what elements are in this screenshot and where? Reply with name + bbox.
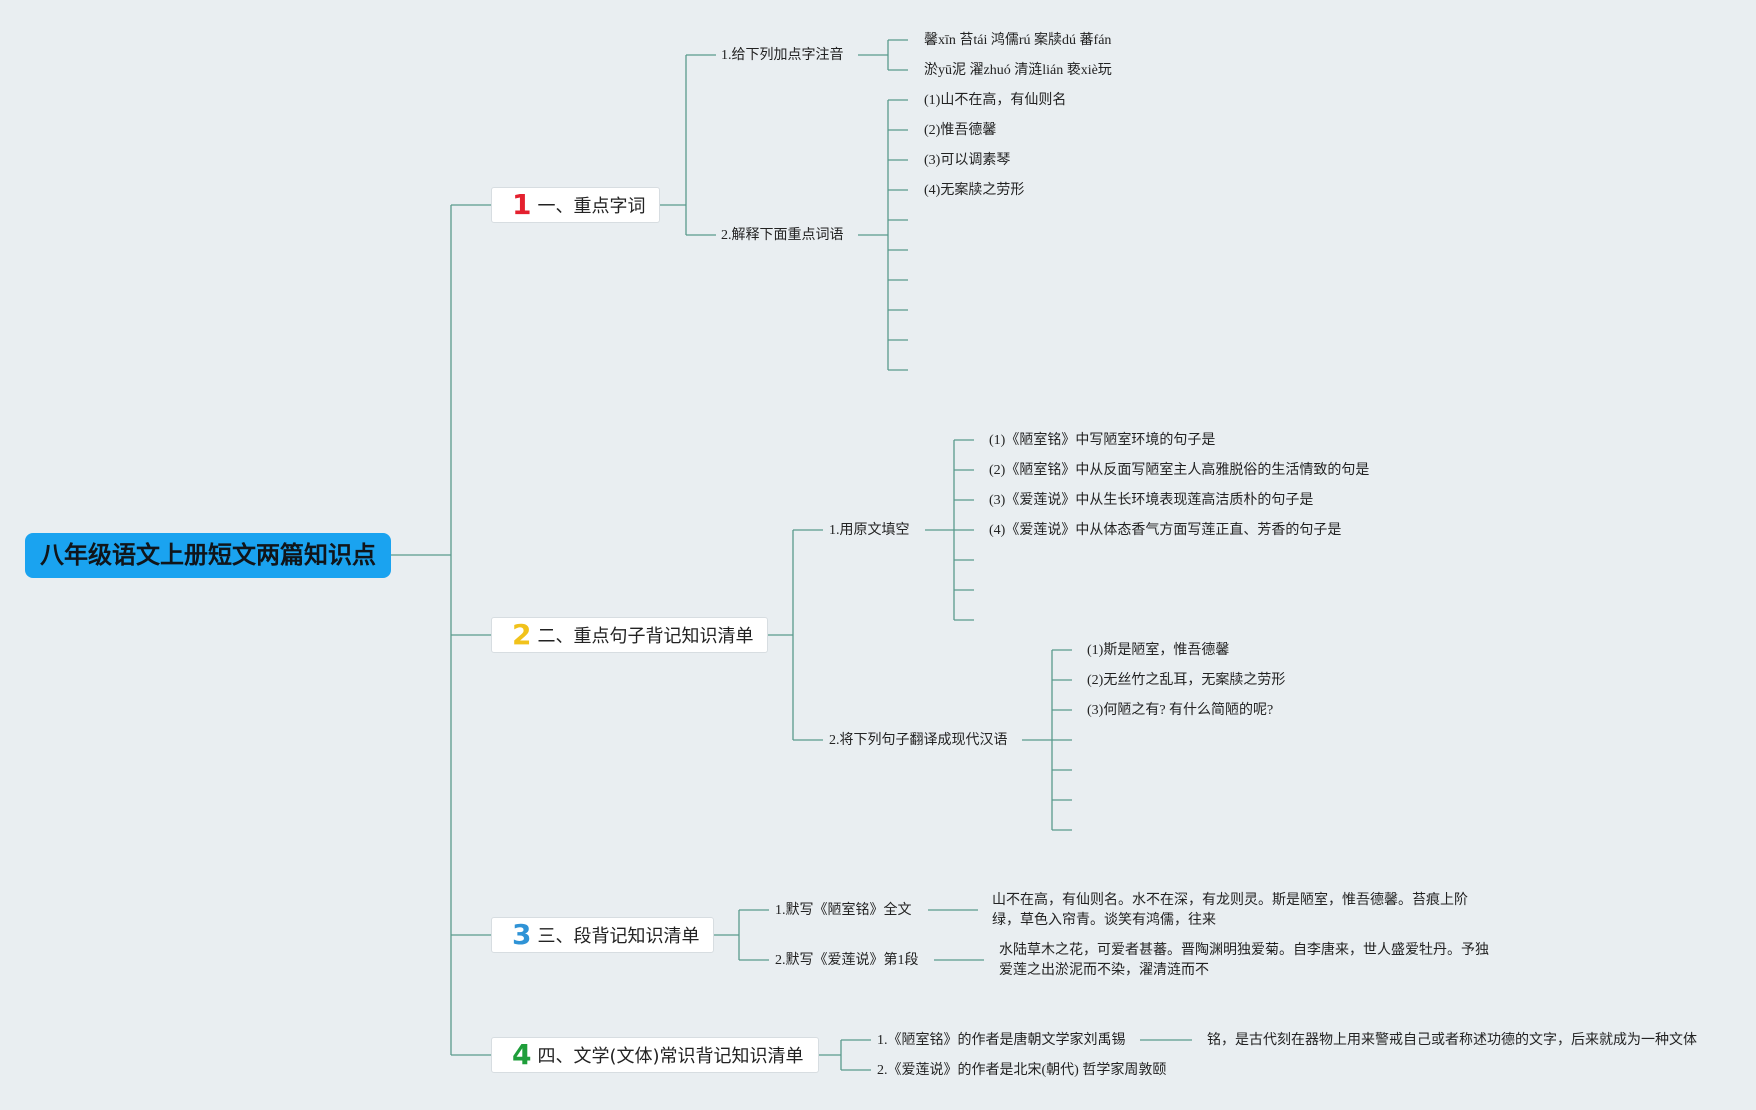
b2-fill-item[interactable]: (2)《陋室铭》中从反面写陋室主人高雅脱俗的生活情致的句是 (989, 463, 1370, 478)
branch-4-label: 四、文学(文体)常识背记知识清单 (537, 1046, 804, 1067)
branch-4-number: 4 (512, 1038, 532, 1071)
branch-3-label: 三、段背记知识清单 (537, 926, 700, 947)
branch-3-number: 3 (512, 918, 532, 951)
b1-pinyin-item[interactable]: 淤yū泥 濯zhuó 清涟lián 亵xiè玩 (924, 63, 1112, 78)
b3-item1-text[interactable]: 山不在高，有仙则名。水不在深，有龙则灵。斯是陋室，惟吾德馨。苔痕上阶绿，草色入帘… (992, 893, 1468, 928)
b3-item2-text[interactable]: 水陆草木之花，可爱者甚蕃。晋陶渊明独爱菊。自李唐来，世人盛爱牡丹。予独爱莲之出淤… (999, 943, 1489, 978)
branch-3[interactable]: 3 三、段背记知识清单 (491, 917, 715, 953)
b4-item2[interactable]: 2.《爱莲说》的作者是北宋(朝代) 哲学家周敦颐 (877, 1063, 1167, 1078)
b3-item2-title[interactable]: 2.默写《爱莲说》第1段 (775, 953, 919, 968)
b1-words-title[interactable]: 2.解释下面重点词语 (721, 228, 844, 243)
branch-1[interactable]: 1 一、重点字词 (491, 187, 661, 223)
b2-translate-item[interactable]: (3)何陋之有? 有什么简陋的呢? (1087, 703, 1274, 718)
b1-words-item[interactable]: (1)山不在高，有仙则名 (924, 93, 1067, 108)
b3-item1-title[interactable]: 1.默写《陋室铭》全文 (775, 903, 912, 918)
branch-1-label: 一、重点字词 (537, 196, 646, 217)
branch-2[interactable]: 2 二、重点句子背记知识清单 (491, 617, 769, 653)
b1-pinyin-title[interactable]: 1.给下列加点字注音 (721, 48, 844, 63)
b1-words-item[interactable]: (2)惟吾德馨 (924, 123, 997, 138)
branch-4[interactable]: 4 四、文学(文体)常识背记知识清单 (491, 1037, 819, 1073)
b2-fill-item[interactable]: (4)《爱莲说》中从体态香气方面写莲正直、芳香的句子是 (989, 523, 1342, 538)
b2-fill-item[interactable]: (1)《陋室铭》中写陋室环境的句子是 (989, 433, 1216, 448)
b2-translate-title[interactable]: 2.将下列句子翻译成现代汉语 (829, 733, 1008, 748)
b2-translate-item[interactable]: (2)无丝竹之乱耳，无案牍之劳形 (1087, 673, 1286, 688)
branch-2-label: 二、重点句子背记知识清单 (537, 626, 754, 647)
branch-1-number: 1 (512, 188, 532, 221)
b1-words-item[interactable]: (3)可以调素琴 (924, 153, 1011, 168)
b4-item1[interactable]: 1.《陋室铭》的作者是唐朝文学家刘禹锡 (877, 1033, 1126, 1048)
branch-2-number: 2 (512, 618, 532, 651)
b2-translate-item[interactable]: (1)斯是陋室，惟吾德馨 (1087, 643, 1230, 658)
b2-fill-item[interactable]: (3)《爱莲说》中从生长环境表现莲高洁质朴的句子是 (989, 493, 1314, 508)
b1-words-item[interactable]: (4)无案牍之劳形 (924, 183, 1025, 198)
b1-pinyin-item[interactable]: 馨xīn 苔tái 鸿儒rú 案牍dú 蕃fán (924, 33, 1112, 48)
root-topic[interactable]: 八年级语文上册短文两篇知识点 (25, 533, 391, 578)
b2-fill-title[interactable]: 1.用原文填空 (829, 523, 910, 538)
b4-item1-note[interactable]: 铭，是古代刻在器物上用来警戒自己或者称述功德的文字，后来就成为一种文体 (1207, 1033, 1697, 1048)
